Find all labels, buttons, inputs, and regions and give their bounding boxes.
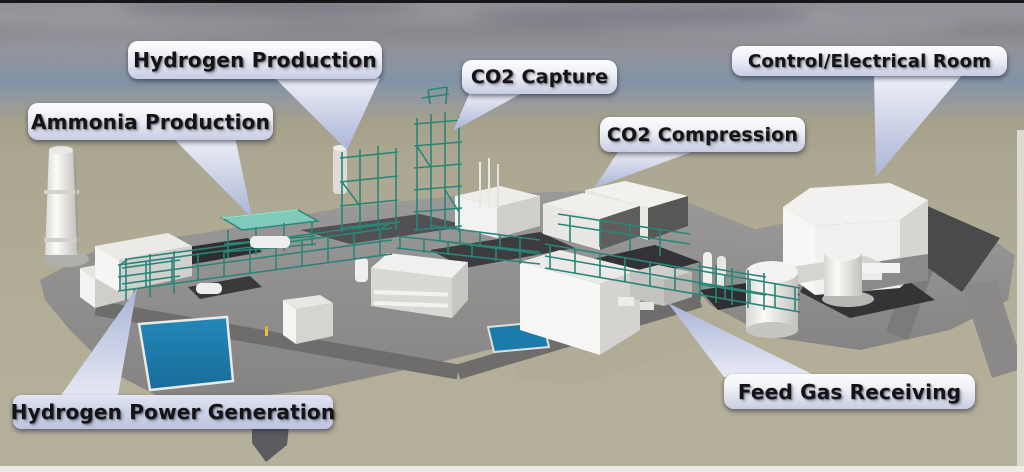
label-hydrogen-production: Hydrogen Production <box>128 41 382 79</box>
worker-figure <box>264 325 269 336</box>
label-hydrogen-production-text: Hydrogen Production <box>133 48 377 72</box>
label-control-electrical-room: Control/Electrical Room <box>732 46 1007 76</box>
callout-tails <box>57 74 963 401</box>
label-hydrogen-power-generation: Hydrogen Power Generation <box>10 395 336 429</box>
right-border <box>1017 130 1024 466</box>
label-co2-compression-text: CO2 Compression <box>606 123 799 146</box>
label-feed-gas-receiving: Feed Gas Receiving <box>724 374 975 409</box>
label-ammonia-production-text: Ammonia Production <box>30 109 271 134</box>
label-ammonia-production: Ammonia Production <box>28 103 273 140</box>
label-co2-capture: CO2 Capture <box>462 60 617 94</box>
ammonia-canopy <box>219 209 321 258</box>
pipe-racks <box>117 86 801 313</box>
top-border <box>0 0 1024 3</box>
label-hydrogen-power-generation-text: Hydrogen Power Generation <box>10 400 336 424</box>
label-feed-gas-receiving-text: Feed Gas Receiving <box>737 379 962 404</box>
label-co2-compression: CO2 Compression <box>600 117 805 152</box>
label-control-electrical-room-text: Control/Electrical Room <box>747 50 992 72</box>
bottom-border <box>0 466 1024 472</box>
label-co2-capture-text: CO2 Capture <box>470 66 609 88</box>
